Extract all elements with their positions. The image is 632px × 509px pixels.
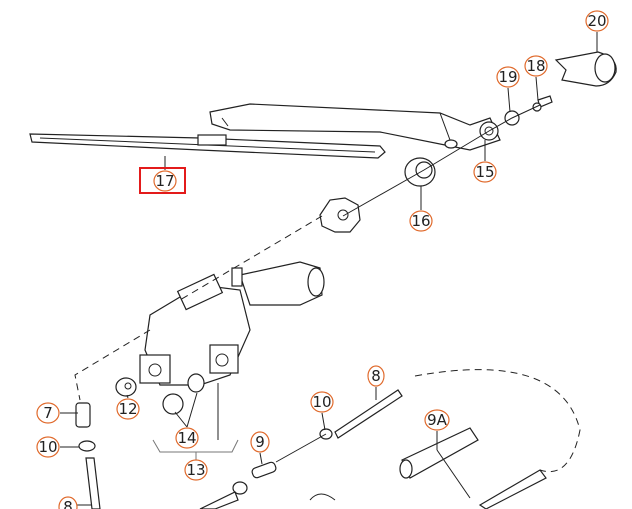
callout-14[interactable]: 14: [175, 427, 199, 449]
wiper-motor: [139, 261, 325, 386]
nozzle-7: [75, 402, 91, 428]
hose-8a: [85, 457, 101, 509]
callout-label: 7: [43, 404, 53, 422]
callout-label: 10: [312, 393, 331, 411]
hose-8b: [334, 389, 403, 439]
callout-label: 8: [63, 498, 73, 509]
callout-label: 19: [498, 68, 517, 86]
callout-label: 9: [255, 433, 265, 451]
callout-label: 9A: [427, 411, 448, 429]
callout-15[interactable]: 15: [473, 161, 497, 183]
callout-12[interactable]: 12: [116, 398, 140, 420]
clamp-10a: [78, 440, 96, 452]
grommet-12: [115, 377, 137, 397]
callout-16[interactable]: 16: [409, 210, 433, 232]
callout-20[interactable]: 20: [585, 10, 609, 32]
check-valve-9: [251, 461, 277, 479]
screw: [532, 95, 553, 112]
callout-label: 20: [587, 12, 606, 30]
callout-8[interactable]: 8: [58, 496, 78, 509]
callout-18[interactable]: 18: [524, 55, 548, 77]
callout-9[interactable]: 9: [250, 431, 270, 453]
callout-label: 10: [38, 438, 57, 456]
highlight-box: [139, 167, 186, 194]
callout-10[interactable]: 10: [310, 391, 334, 413]
sleeve-9a: [399, 427, 479, 479]
cover-cap: [554, 51, 617, 87]
callout-label: 16: [411, 212, 430, 230]
callout-8[interactable]: 8: [367, 365, 385, 387]
wiper-blade: [29, 133, 386, 159]
seal: [319, 197, 361, 233]
callout-label: 13: [186, 461, 205, 479]
callout-19[interactable]: 19: [496, 66, 520, 88]
callout-7[interactable]: 7: [36, 402, 60, 424]
callout-label: 14: [177, 429, 196, 447]
callout-13[interactable]: 13: [184, 459, 208, 481]
callout-9a[interactable]: 9A: [424, 409, 450, 431]
callout-label: 8: [371, 367, 381, 385]
callout-label: 15: [475, 163, 494, 181]
callout-10[interactable]: 10: [36, 436, 60, 458]
callout-label: 18: [526, 57, 545, 75]
bushings-14: [162, 373, 205, 415]
callout-label: 12: [118, 400, 137, 418]
callout-label: 17: [155, 172, 174, 190]
callout-17[interactable]: 17: [153, 170, 177, 192]
